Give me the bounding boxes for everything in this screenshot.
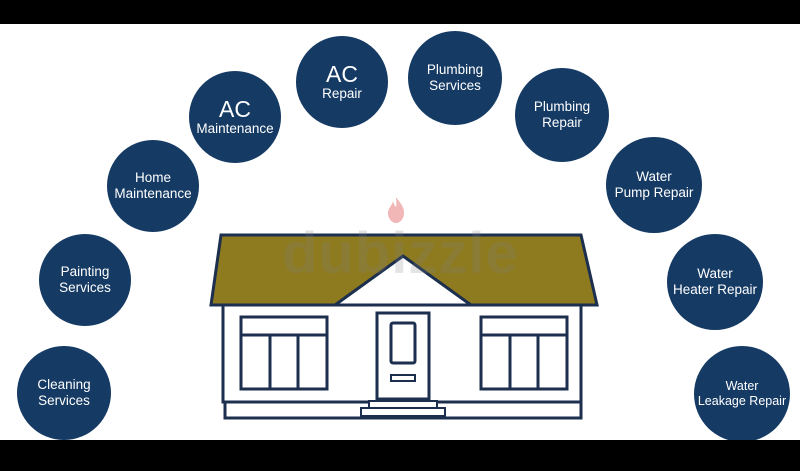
service-circle-plumbing-repair: Plumbing Repair: [515, 68, 609, 162]
infographic-canvas: Cleaning Services Painting Services Home…: [0, 24, 800, 440]
flame-logo-icon: [388, 197, 404, 223]
service-circle-home-maintenance: Home Maintenance: [107, 140, 199, 232]
service-label-line2: Leakage Repair: [697, 394, 787, 408]
service-label-line2: Maintenance: [114, 186, 192, 201]
service-circle-ac-maintenance: AC Maintenance: [189, 71, 281, 163]
service-label-line1: Cleaning: [37, 376, 91, 392]
service-circle-plumbing-services: Plumbing Services: [408, 31, 502, 125]
service-circle-ac-repair: AC Repair: [296, 36, 388, 128]
service-label-line2: Repair: [322, 85, 362, 101]
service-circle-water-leakage-repair: Water Leakage Repair: [694, 346, 790, 440]
service-label-line2: Services: [38, 393, 90, 408]
service-circle-water-pump-repair: Water Pump Repair: [606, 137, 702, 233]
watermark-logo: dubizzle: [282, 221, 519, 286]
service-circle-water-heater-repair: Water Heater Repair: [667, 234, 763, 330]
service-label-line1: Painting: [60, 263, 110, 279]
right-window: [479, 315, 569, 391]
service-label-line1: Water: [725, 379, 759, 393]
service-label-line2: Services: [429, 78, 481, 93]
service-label-line2: Pump Repair: [614, 185, 694, 200]
service-label-line2: Heater Repair: [672, 282, 758, 297]
service-label-line1: Water: [636, 168, 672, 184]
service-label-line2: Repair: [542, 115, 582, 130]
service-label-line2: Maintenance: [196, 120, 274, 136]
house-illustration: [209, 233, 599, 420]
service-circle-painting: Painting Services: [39, 234, 131, 326]
front-door: [375, 311, 431, 401]
service-label-line1: AC: [219, 95, 251, 122]
service-label-line1: Home: [134, 169, 171, 185]
service-label-line1: Plumbing: [426, 61, 484, 77]
service-label-line1: Plumbing: [533, 98, 591, 114]
service-circle-cleaning: Cleaning Services: [17, 346, 111, 440]
service-label-line1: AC: [326, 60, 358, 87]
service-label-line2: Services: [59, 280, 111, 295]
service-label-line1: Water: [697, 265, 733, 281]
left-window: [239, 315, 329, 391]
front-steps: [360, 400, 446, 417]
